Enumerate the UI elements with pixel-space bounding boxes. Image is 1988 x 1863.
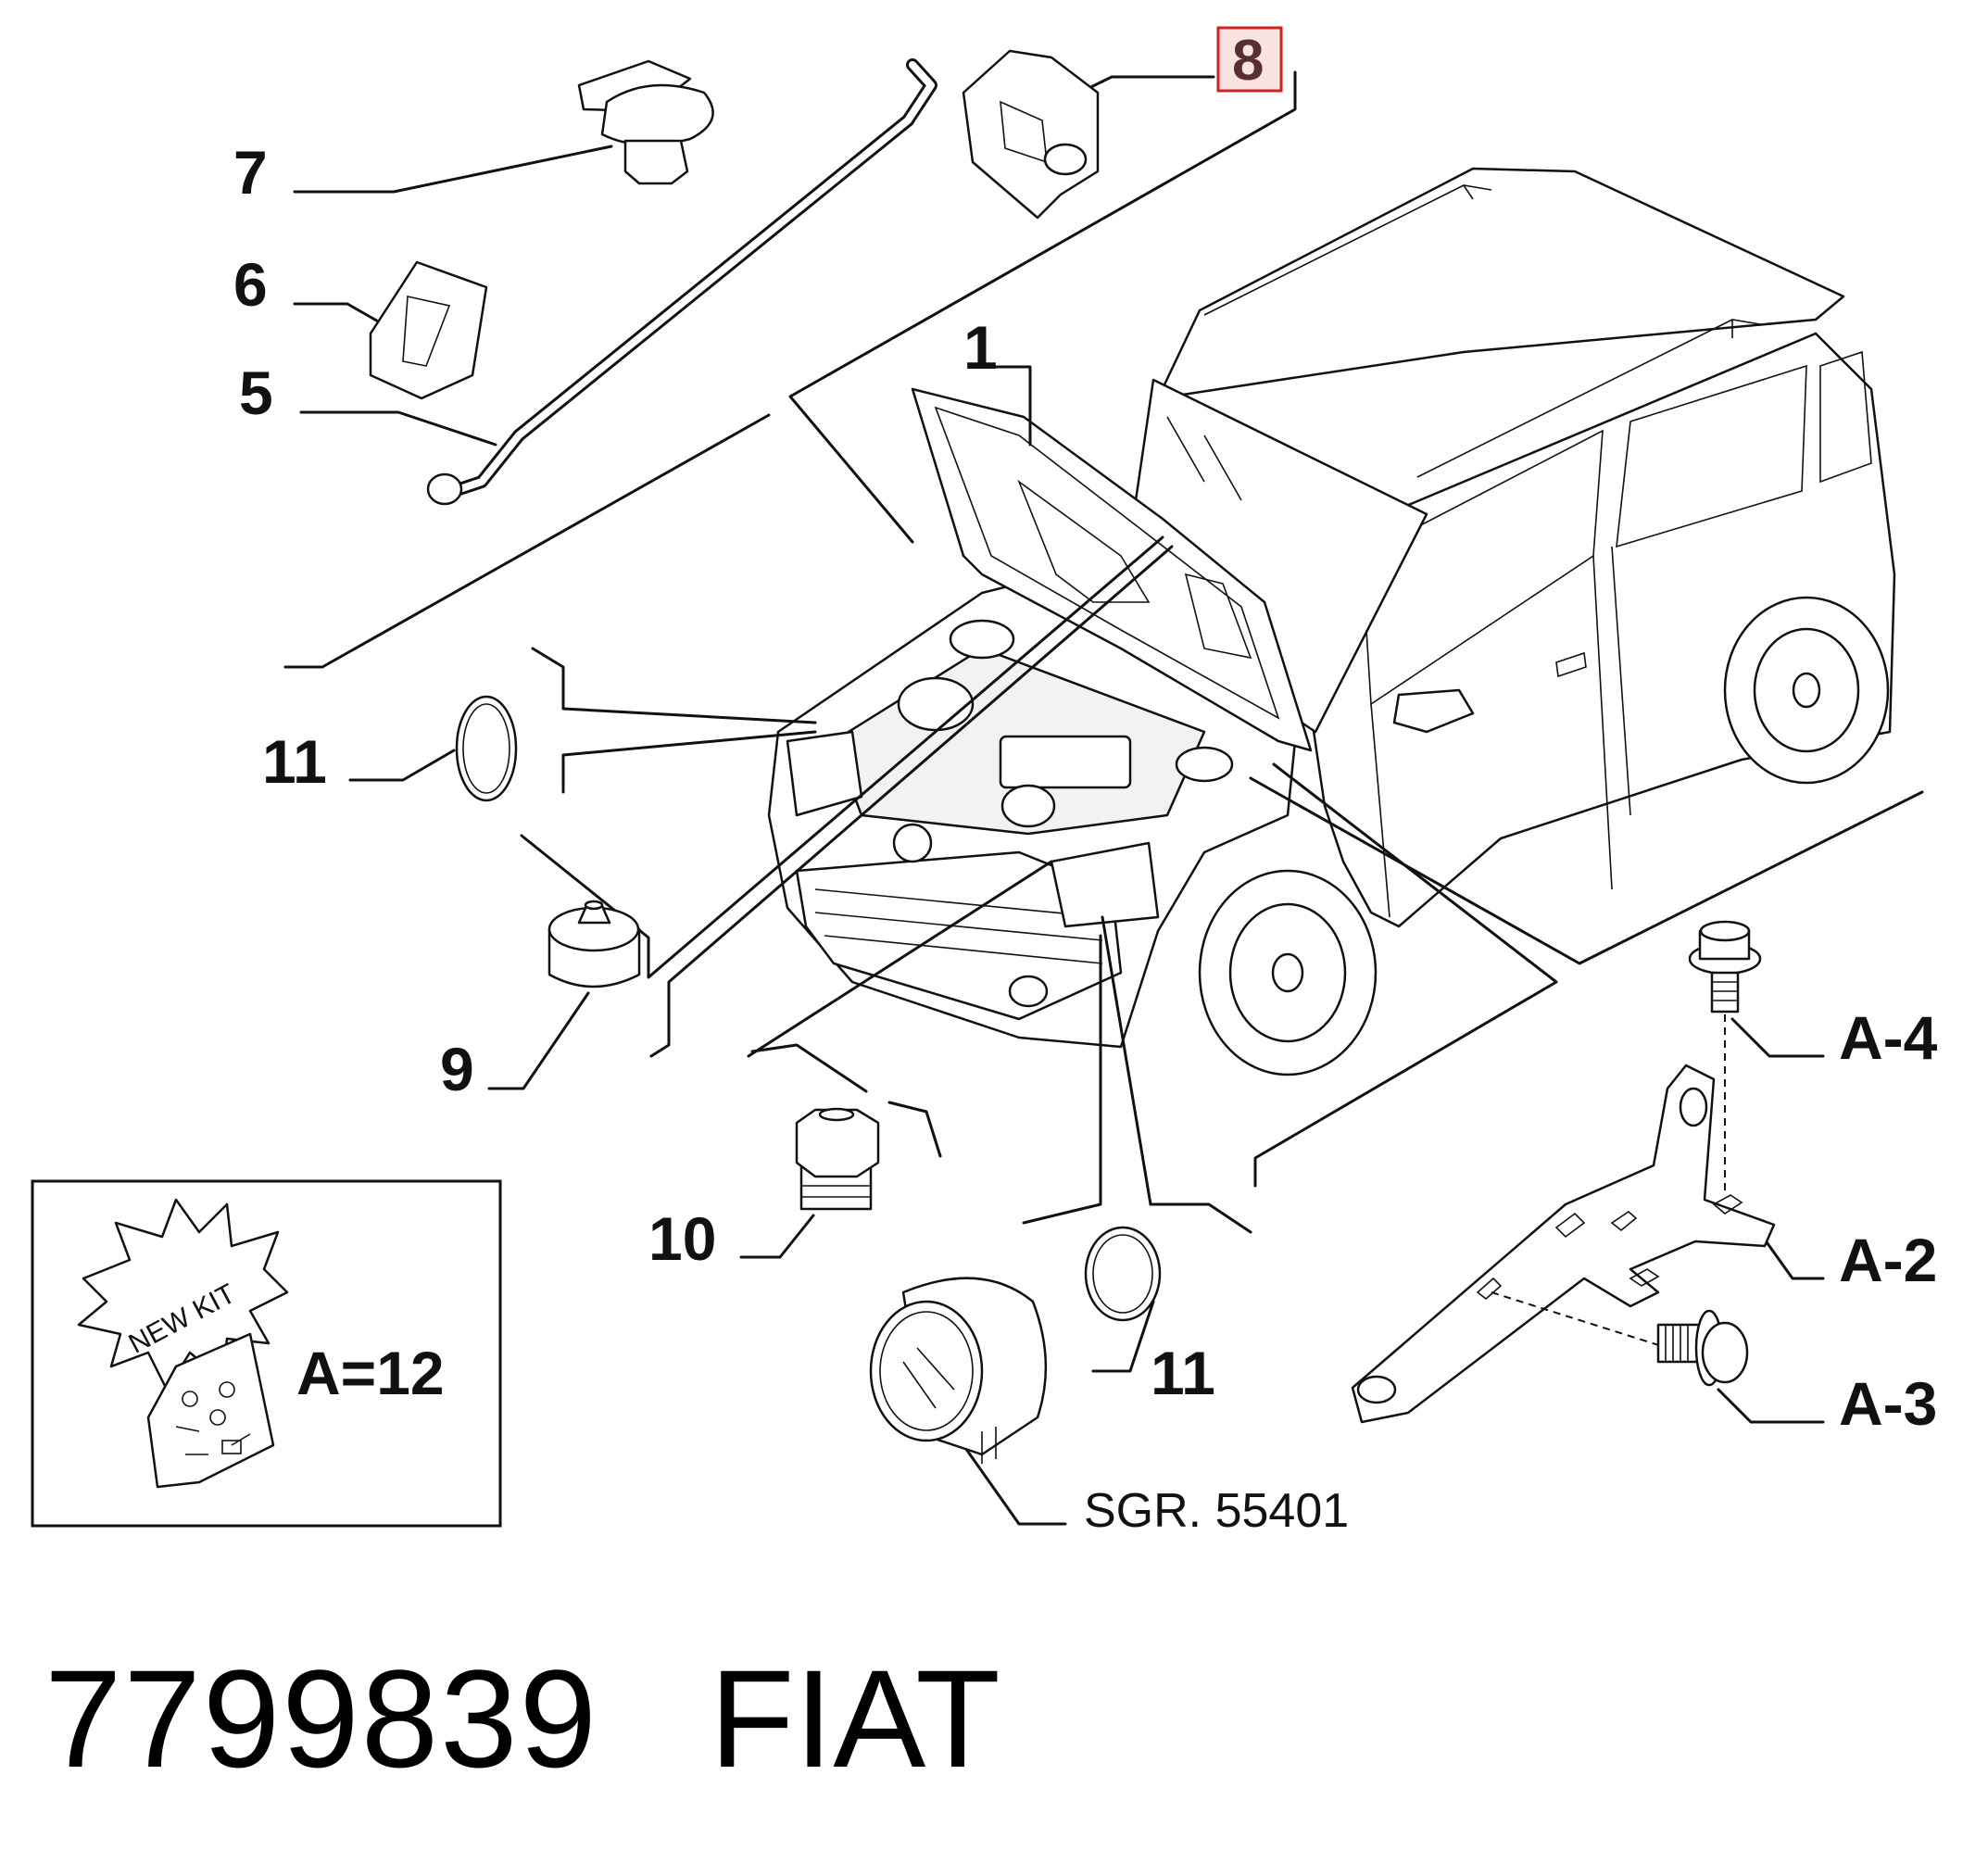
leader-lines xyxy=(283,70,1924,1526)
callout-a2: A-2 xyxy=(1839,1226,1937,1294)
rear-wheel xyxy=(1723,596,1890,785)
part-5-prop-rod xyxy=(426,58,937,506)
callout-6: 6 xyxy=(233,250,268,319)
part-7-clip xyxy=(577,59,714,185)
callout-1: 1 xyxy=(963,313,998,382)
callout-11-left: 11 xyxy=(262,727,327,796)
part-11-o-ring-left xyxy=(455,695,518,802)
part-a3-bolt xyxy=(1656,1309,1749,1387)
callout-7: 7 xyxy=(233,138,268,207)
callout-a4: A-4 xyxy=(1839,1003,1938,1072)
part-9-rubber-buffer xyxy=(547,900,641,988)
part-hinge-assembly xyxy=(1351,1014,1776,1424)
bonnet-hood-part-1 xyxy=(911,387,1313,752)
part-number: 7799839 xyxy=(44,1641,598,1796)
callout-8-box xyxy=(1216,26,1283,93)
brand-name: FIAT xyxy=(709,1641,1000,1796)
kit-inset-box: NEW KIT A=12 xyxy=(31,1179,502,1528)
reference-sgr-55401: SGR. 55401 xyxy=(1084,1484,1349,1538)
kit-count-label: A=12 xyxy=(296,1339,445,1407)
callout-9: 9 xyxy=(440,1035,474,1103)
part-a4-bolt xyxy=(1688,920,1762,1013)
callout-5: 5 xyxy=(239,359,273,427)
new-kit-starburst xyxy=(77,1198,289,1391)
part-10-nut xyxy=(795,1107,880,1211)
part-8-hinge-block xyxy=(962,49,1100,220)
callout-10: 10 xyxy=(648,1204,716,1273)
part-6-grommet xyxy=(369,260,488,400)
headlamp-body-reference xyxy=(869,1277,1048,1464)
front-wheel xyxy=(1198,869,1378,1076)
callout-8-highlight: 8 xyxy=(1216,26,1283,93)
callout-8: 8 xyxy=(1232,29,1264,93)
callout-a3: A-3 xyxy=(1839,1369,1937,1438)
callout-11-bottom: 11 xyxy=(1151,1339,1215,1407)
part-11-o-ring-bottom xyxy=(1084,1226,1162,1322)
kit-bag-icon xyxy=(146,1332,275,1489)
car-illustration xyxy=(767,167,1896,1076)
callout-labels: 1 5 6 7 8 11 9 10 11 A-4 A-2 A-3 SGR. 55… xyxy=(233,26,1938,1538)
